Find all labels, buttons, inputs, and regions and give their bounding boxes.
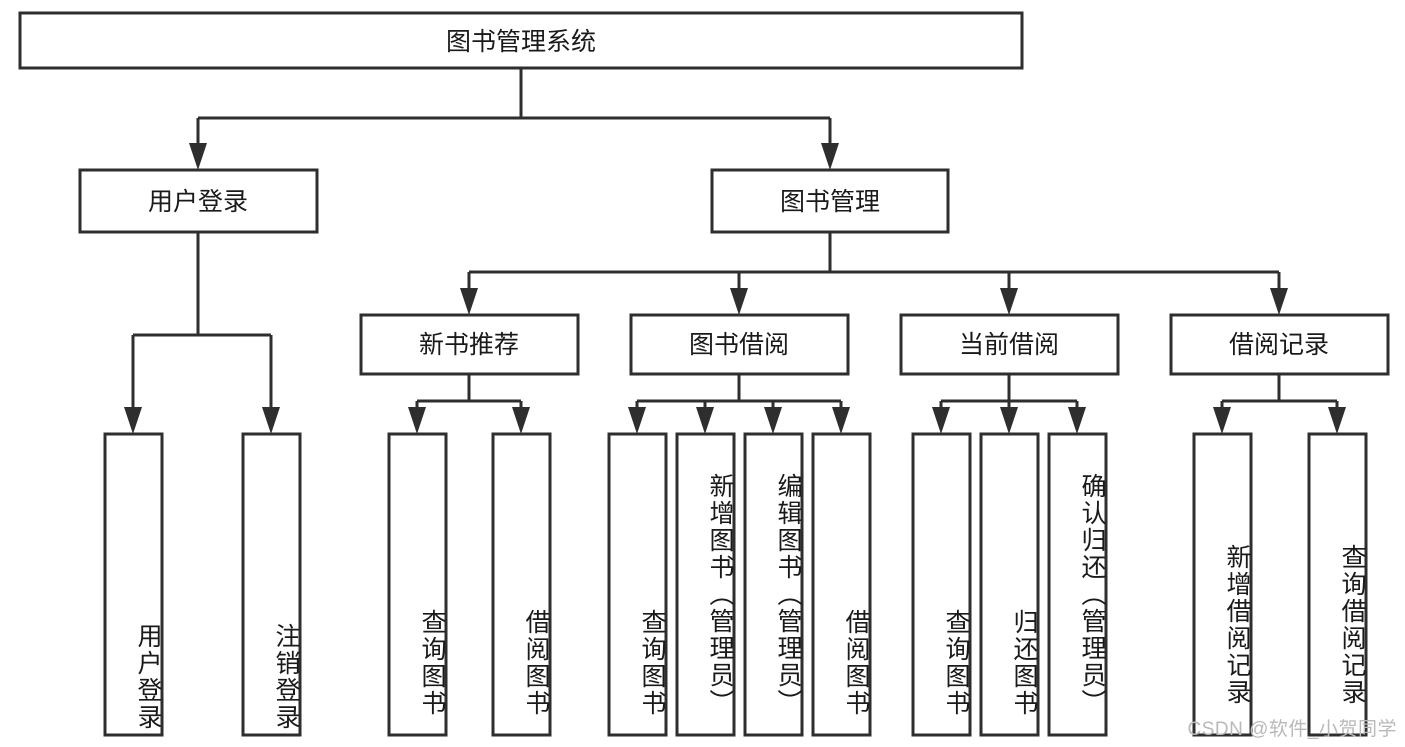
arrow-head-icon (730, 288, 748, 315)
node-box[interactable] (359, 313, 580, 376)
arrow-head-icon (1328, 407, 1346, 434)
connector-borrowrecord-to-leaves (1213, 374, 1346, 434)
node-box[interactable] (18, 11, 1024, 70)
node-box[interactable] (675, 432, 736, 737)
node-label: 图书借阅 (689, 331, 789, 359)
arrow-head-icon (696, 407, 714, 434)
node-label: 图书管理 (780, 188, 880, 216)
connector-currentborrow-to-leaves (932, 374, 1086, 434)
arrow-head-icon (1000, 407, 1018, 434)
node-label: 新书推荐 (419, 331, 519, 359)
node-root[interactable]: 图书管理系统 (18, 11, 1024, 70)
connector-userlogin-to-leaves (124, 232, 280, 434)
arrow-head-icon (1068, 407, 1086, 434)
arrow-head-icon (628, 407, 646, 434)
arrow-head-icon (1213, 407, 1231, 434)
leaf-boxes (103, 432, 1368, 737)
node-box[interactable] (811, 432, 872, 737)
node-box[interactable] (78, 168, 319, 234)
node-label: 当前借阅 (959, 331, 1059, 359)
node-box[interactable] (1307, 432, 1368, 737)
node-box[interactable] (743, 432, 804, 737)
node-box[interactable] (979, 432, 1040, 737)
arrow-head-icon (932, 407, 950, 434)
node-box[interactable] (899, 313, 1120, 376)
node-label: 用户登录 (148, 188, 248, 216)
arrow-head-icon (408, 407, 426, 434)
connector-bookmanagement-to-level3 (460, 232, 1288, 315)
node-new-book-recommend[interactable]: 新书推荐 (359, 313, 580, 376)
arrow-head-icon (764, 407, 782, 434)
arrow-head-icon (1000, 288, 1018, 315)
arrow-head-icon (262, 407, 280, 434)
node-book-borrow[interactable]: 图书借阅 (629, 313, 850, 376)
node-book-management[interactable]: 图书管理 (710, 168, 950, 234)
arrow-head-icon (189, 143, 207, 170)
connector-root-to-level2 (189, 68, 839, 170)
node-box[interactable] (241, 432, 302, 737)
node-box[interactable] (1047, 432, 1108, 737)
watermark-label: CSDN @软件_小贺同学 (1187, 719, 1397, 740)
arrow-head-icon (832, 407, 850, 434)
node-label: 借阅记录 (1229, 331, 1329, 359)
connector-newbook-to-leaves (408, 374, 530, 434)
node-box[interactable] (1169, 313, 1390, 376)
node-box[interactable] (1192, 432, 1253, 737)
node-box[interactable] (387, 432, 448, 737)
node-box[interactable] (629, 313, 850, 376)
node-current-borrow[interactable]: 当前借阅 (899, 313, 1120, 376)
node-box[interactable] (710, 168, 950, 234)
node-box[interactable] (607, 432, 668, 737)
arrow-head-icon (821, 143, 839, 170)
node-user-login[interactable]: 用户登录 (78, 168, 319, 234)
node-box[interactable] (103, 432, 164, 737)
arrow-head-icon (1270, 288, 1288, 315)
node-box[interactable] (911, 432, 972, 737)
arrow-head-icon (460, 288, 478, 315)
node-box[interactable] (491, 432, 552, 737)
arrow-head-icon (512, 407, 530, 434)
node-label: 图书管理系统 (446, 28, 596, 56)
connector-bookborrow-to-leaves (628, 374, 850, 434)
node-borrow-record[interactable]: 借阅记录 (1169, 313, 1390, 376)
arrow-head-icon (124, 407, 142, 434)
